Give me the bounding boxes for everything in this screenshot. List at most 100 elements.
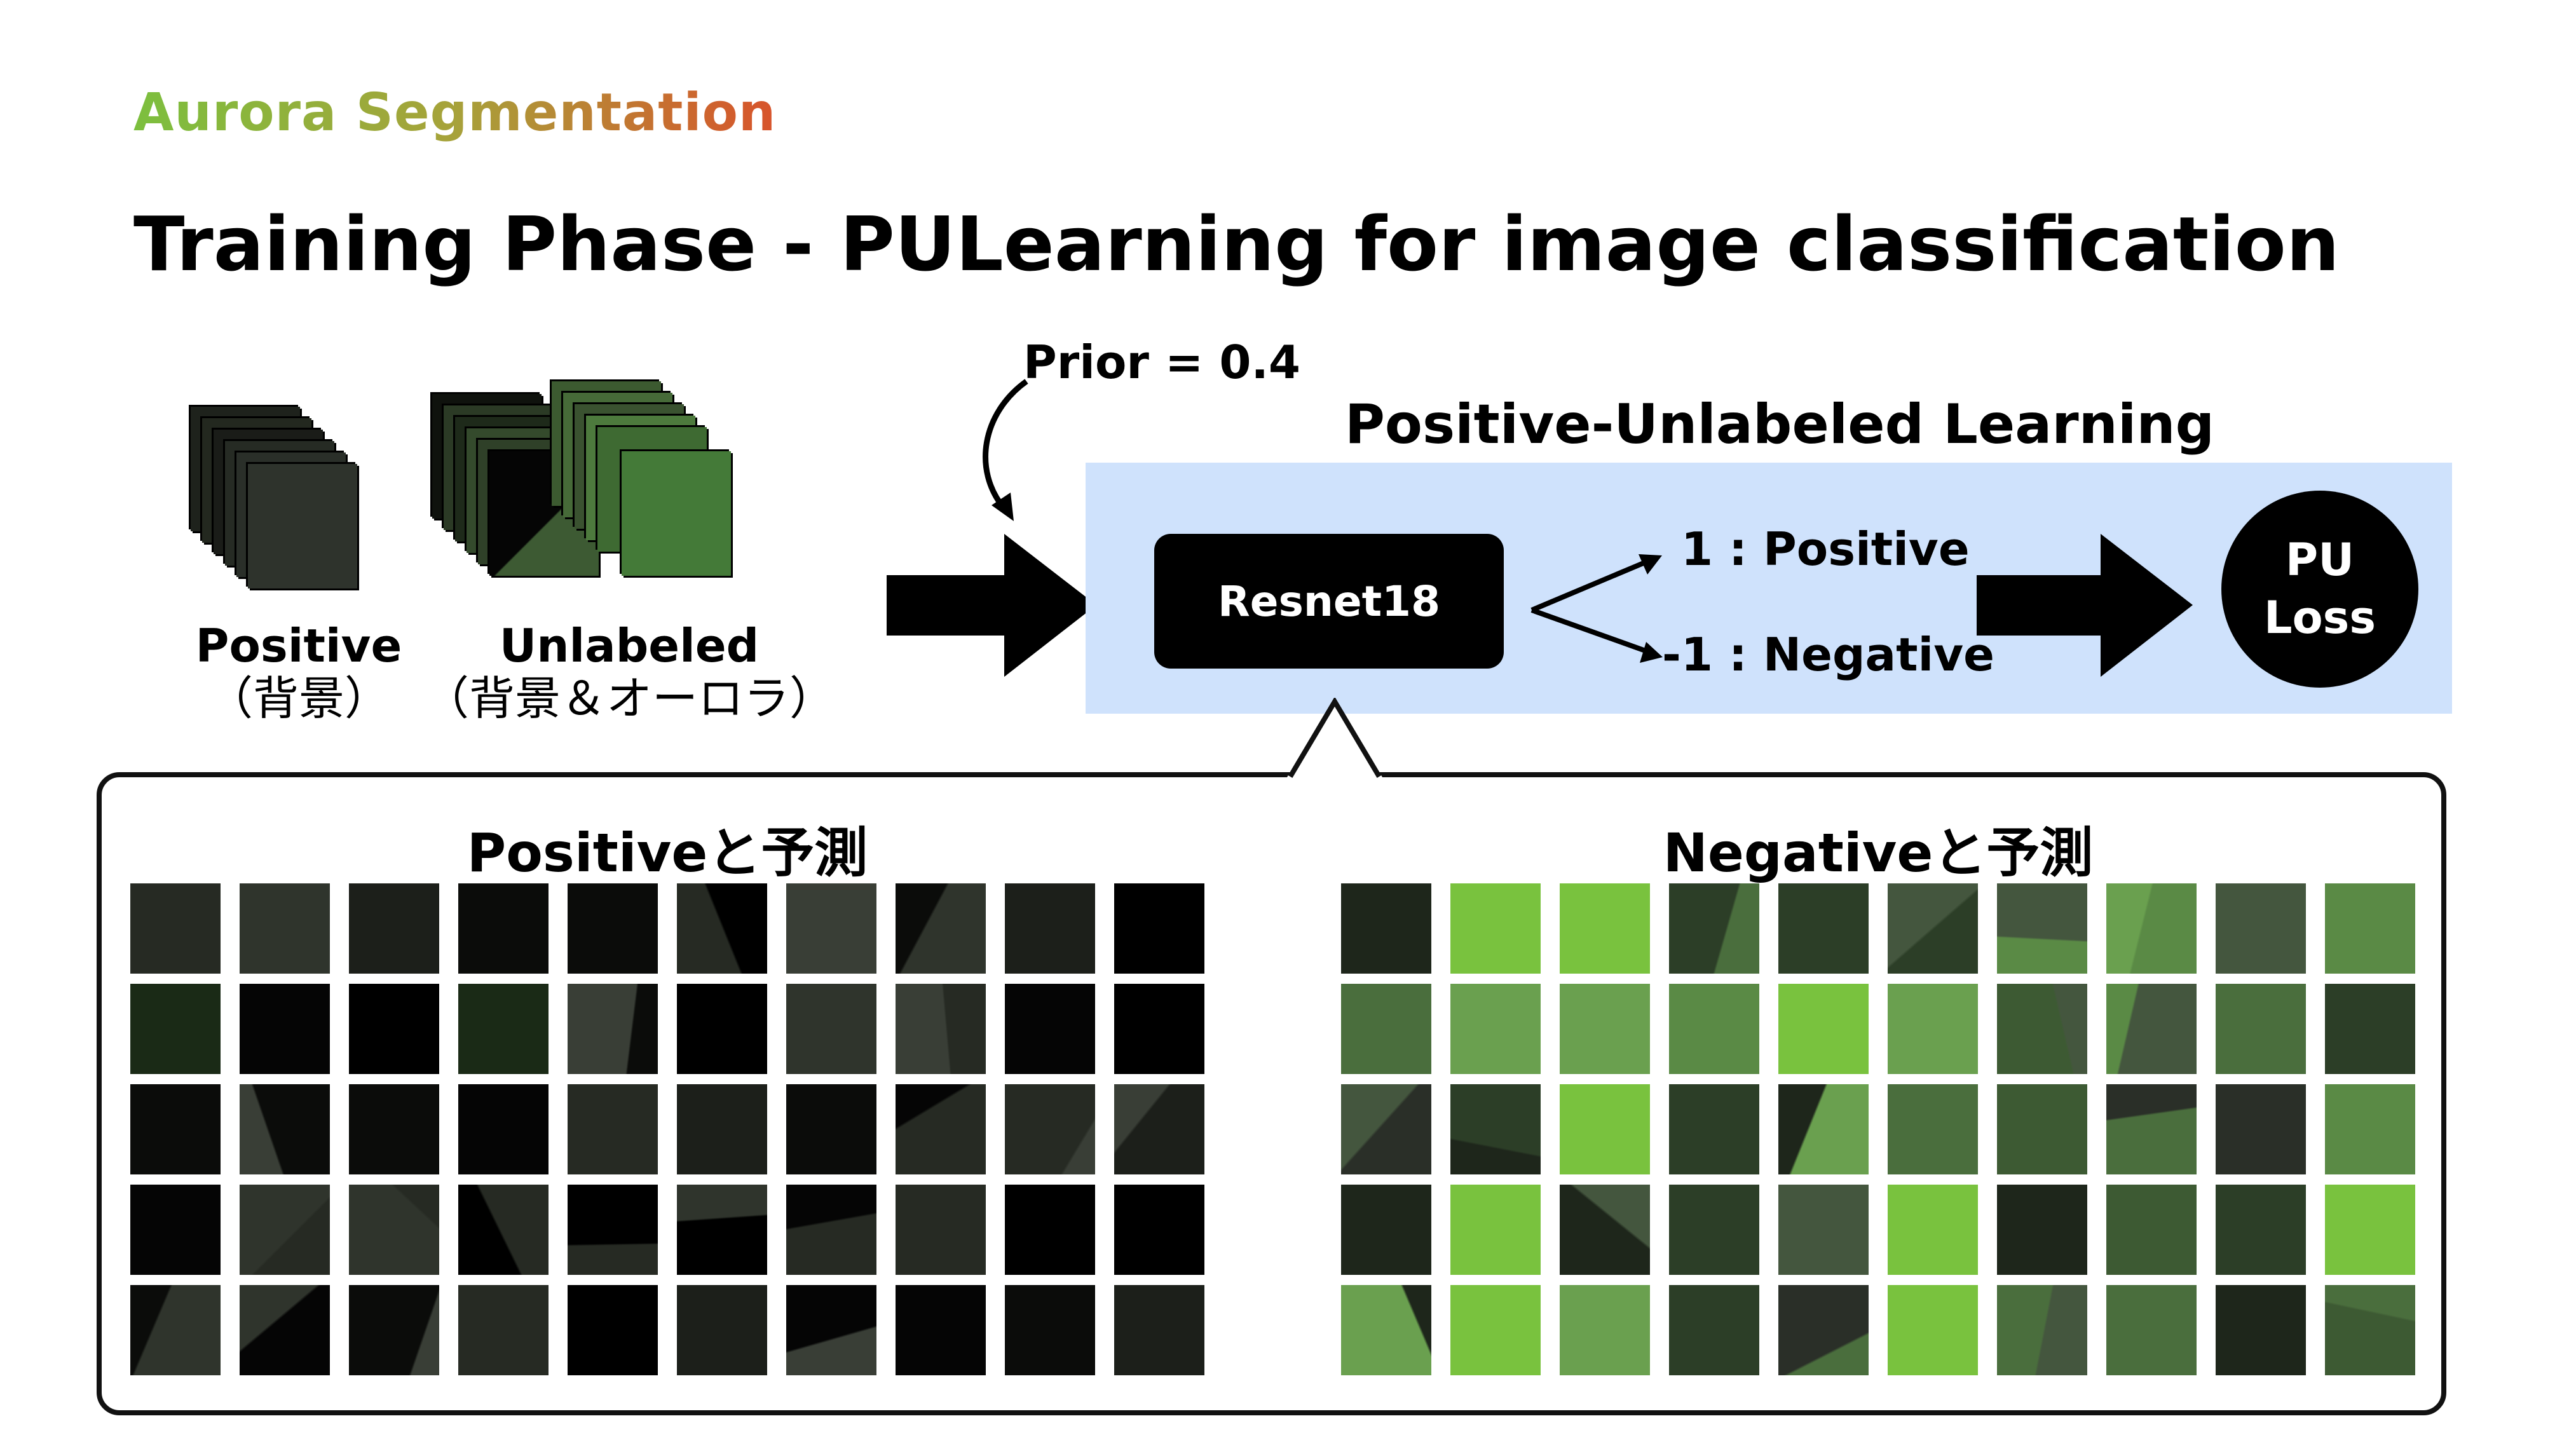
thumbnail-tile [1997,984,2087,1074]
thumbnail-tile [1669,984,1759,1074]
thumbnail-tile [2325,1285,2415,1375]
thumbnail-tile [1669,883,1759,974]
thumbnail-tile [458,1185,549,1275]
thumbnail-tile [1778,984,1869,1074]
thumbnail-tile [677,1185,767,1275]
thumbnail-tile [2325,883,2415,974]
thumbnail-tile [240,1185,330,1275]
thumbnail-tile [1450,1285,1541,1375]
thumbnail-tile [1450,1084,1541,1174]
pu-loss-line2: Loss [2263,592,2376,644]
thumbnail-tile [1114,1285,1204,1375]
thumbnail-tile [1888,1084,1978,1174]
thumbnail-tile [568,1285,658,1375]
thumbnail-tile [677,984,767,1074]
negative-prediction-title: Negativeと予測 [1663,822,2094,884]
pu-loss-node: PU Loss [2221,491,2418,688]
thumbnail-tile [2216,1285,2306,1375]
thumbnail-tile [1341,1285,1431,1375]
thumbnail-tile [2106,883,2197,974]
thumbnail-tile [1560,984,1650,1074]
pu-learning-title: Positive-Unlabeled Learning [1344,393,2215,456]
thumbnail-tile [240,1084,330,1174]
positive-sublabel: （背景） [207,671,390,725]
thumbnail-tile [1778,1185,1869,1275]
thumbnail-tile [1341,883,1431,974]
thumbnail-tile [896,984,986,1074]
thumbnail-tile [1888,1285,1978,1375]
thumbnail-tile [1005,883,1095,974]
thumbnail-tile [677,883,767,974]
negative-prediction-grid [1341,883,2415,1375]
brand-title: Aurora Segmentation [133,83,777,143]
thumbnail-tile [1341,1185,1431,1275]
thumbnail-tile [1114,984,1204,1074]
thumbnail-tile [1114,1084,1204,1174]
thumbnail-tile [2106,1084,2197,1174]
thumbnail-tile [1997,1185,2087,1275]
thumbnail-tile [1114,1185,1204,1275]
thumbnail-tile [130,1285,221,1375]
loss-arrow [1977,534,2193,677]
thumbnail-tile [349,883,439,974]
positive-prediction-grid [130,883,1204,1375]
thumbnail-tile [1778,883,1869,974]
thumbnail-tile [896,883,986,974]
resnet-model-box: Resnet18 [1154,534,1504,669]
positive-label: Positive （背景） [165,620,432,725]
thumbnail-tile [1005,1285,1095,1375]
thumbnail-tile [1560,1285,1650,1375]
thumbnail-tile [1560,1084,1650,1174]
thumbnail-tile [1997,883,2087,974]
input-arrow [887,534,1096,677]
thumbnail-tile [2106,1185,2197,1275]
thumbnail-tile [130,1084,221,1174]
thumbnail-tile [2325,1084,2415,1174]
thumbnail-tile [786,1084,876,1174]
image-tile [622,451,731,576]
thumbnail-tile [1341,1084,1431,1174]
thumbnail-tile [2216,1185,2306,1275]
output-negative-label: -1 : Negative [1662,628,1994,681]
thumbnail-tile [1560,883,1650,974]
thumbnail-tile [1450,984,1541,1074]
thumbnail-tile [786,1285,876,1375]
branch-arrows [1530,554,1663,663]
thumbnail-tile [130,1185,221,1275]
prediction-callout [97,772,2446,1415]
thumbnail-tile [2325,1185,2415,1275]
prior-label: Prior = 0.4 [1023,336,1300,389]
thumbnail-tile [1669,1285,1759,1375]
thumbnail-tile [349,1285,439,1375]
output-positive-label: 1 : Positive [1681,522,1970,576]
thumbnail-tile [1669,1185,1759,1275]
thumbnail-tile [568,1185,658,1275]
image-tile [248,464,357,588]
slide-title: Training Phase - PULearning for image cl… [133,200,2340,288]
thumbnail-tile [1888,883,1978,974]
thumbnail-tile [2106,1285,2197,1375]
thumbnail-tile [349,1185,439,1275]
thumbnail-tile [1450,883,1541,974]
thumbnail-tile [896,1185,986,1275]
thumbnail-tile [1560,1185,1650,1275]
thumbnail-tile [1997,1084,2087,1174]
thumbnail-tile [2325,984,2415,1074]
thumbnail-tile [568,984,658,1074]
thumbnail-tile [786,883,876,974]
thumbnail-tile [1005,984,1095,1074]
pu-loss-line1: PU [2285,534,2355,586]
thumbnail-tile [1888,984,1978,1074]
thumbnail-tile [458,1084,549,1174]
thumbnail-tile [1997,1285,2087,1375]
callout-pointer [1287,698,1382,779]
thumbnail-tile [568,883,658,974]
prior-arrow [983,379,1028,521]
unlabeled-label: Unlabeled （背景＆オーロラ） [413,620,845,725]
thumbnail-tile [677,1084,767,1174]
thumbnail-tile [349,1084,439,1174]
positive-prediction-title: Positiveと予測 [467,822,868,884]
thumbnail-tile [240,984,330,1074]
thumbnail-tile [896,1084,986,1174]
thumbnail-tile [130,984,221,1074]
